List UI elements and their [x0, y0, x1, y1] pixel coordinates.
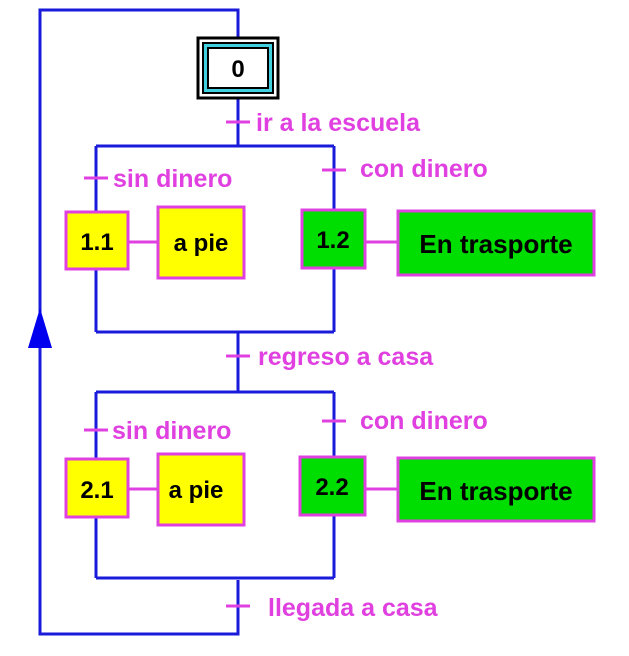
action-1-2: En trasporte	[396, 209, 596, 277]
step-1-2-box	[300, 208, 367, 270]
initial-step-label: 0	[231, 56, 244, 83]
action-1-1: a pie	[156, 205, 246, 280]
transition-label-end: llegada a casa	[268, 594, 439, 622]
transition-label-return: regreso a casa	[258, 343, 434, 371]
step-2-1-label: 2.1	[80, 477, 113, 504]
step-1-2-label: 1.2	[316, 227, 349, 254]
action-1-1-label: a pie	[174, 230, 229, 257]
transition-marks	[84, 120, 346, 608]
step-2-2-label: 2.2	[315, 474, 348, 501]
action-2-2-label: En trasporte	[419, 476, 572, 506]
action-2-1-box	[156, 452, 246, 527]
b2-right-condition: con dinero	[360, 407, 488, 435]
step-1-1-box	[64, 210, 130, 271]
flow-lines	[38, 8, 336, 636]
action-2-1-label: a pie	[169, 477, 224, 504]
initial-step-inner	[207, 47, 269, 89]
action-2-1: a pie	[156, 452, 246, 527]
step-2-1: 2.1	[64, 457, 130, 519]
transition-label-start: ir a la escuela	[256, 109, 421, 137]
b1-left-condition: sin dinero	[113, 165, 232, 193]
up-arrow-icon	[28, 308, 52, 348]
step-1-1-label: 1.1	[80, 229, 113, 256]
step-2-1-box	[64, 457, 130, 519]
step-1-2: 1.2	[300, 208, 367, 270]
step-2-2-box	[298, 455, 367, 517]
step-1-1: 1.1	[64, 210, 130, 271]
action-2-2: En trasporte	[396, 456, 596, 523]
b1-right-condition: con dinero	[360, 155, 488, 183]
action-1-2-label: En trasporte	[419, 229, 572, 259]
action-connectors	[128, 240, 398, 491]
b2-left-condition: sin dinero	[112, 417, 231, 445]
action-1-2-box	[396, 209, 596, 277]
action-2-2-box	[396, 456, 596, 523]
return-loop-line	[38, 8, 240, 636]
step-2-2: 2.2	[298, 455, 367, 517]
initial-step: 0	[196, 36, 280, 100]
action-1-1-box	[156, 205, 246, 280]
